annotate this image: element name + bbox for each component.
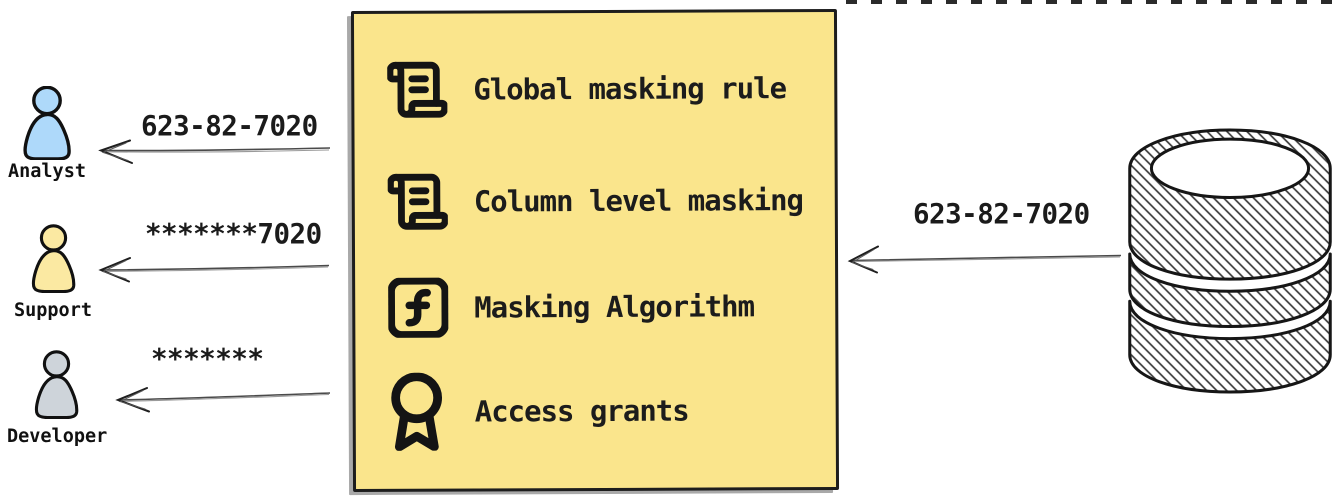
cropped-frame-dashed-edge xyxy=(846,0,1340,4)
masked-value-support: *******7020 xyxy=(145,218,322,250)
rule-label: Global masking rule xyxy=(473,71,787,107)
function-square-icon xyxy=(388,277,450,338)
rule-row-global-masking: Global masking rule xyxy=(387,57,786,121)
award-icon xyxy=(389,372,451,451)
rule-row-access-grants: Access grants xyxy=(389,371,689,452)
support-label: Support xyxy=(14,300,92,321)
rule-label: Masking Algorithm xyxy=(474,289,755,325)
arrow-database-to-box xyxy=(847,245,1122,274)
arrow-box-to-support xyxy=(98,257,330,283)
arrow-box-to-developer xyxy=(115,387,331,413)
support-person-icon xyxy=(31,224,76,293)
arrow-box-to-analyst xyxy=(98,139,331,164)
analyst-label: Analyst xyxy=(8,161,86,182)
database-outgoing-value: 623-82-7020 xyxy=(913,198,1090,230)
rule-row-masking-algorithm: Masking Algorithm xyxy=(388,274,754,340)
developer-label: Developer xyxy=(7,426,108,447)
developer-person-icon xyxy=(34,350,79,419)
rule-row-column-masking: Column level masking xyxy=(387,169,804,233)
masking-rules-box: Global masking rule Column level masking… xyxy=(350,8,840,493)
rule-label: Access grants xyxy=(474,393,689,429)
masked-value-developer: ******* xyxy=(151,343,264,375)
database-icon xyxy=(1128,128,1332,394)
analyst-person-icon xyxy=(23,86,71,160)
scroll-text-icon xyxy=(387,172,450,232)
masked-value-analyst: 623-82-7020 xyxy=(141,110,318,142)
rule-label: Column level masking xyxy=(473,183,804,219)
scroll-text-icon xyxy=(387,60,449,120)
